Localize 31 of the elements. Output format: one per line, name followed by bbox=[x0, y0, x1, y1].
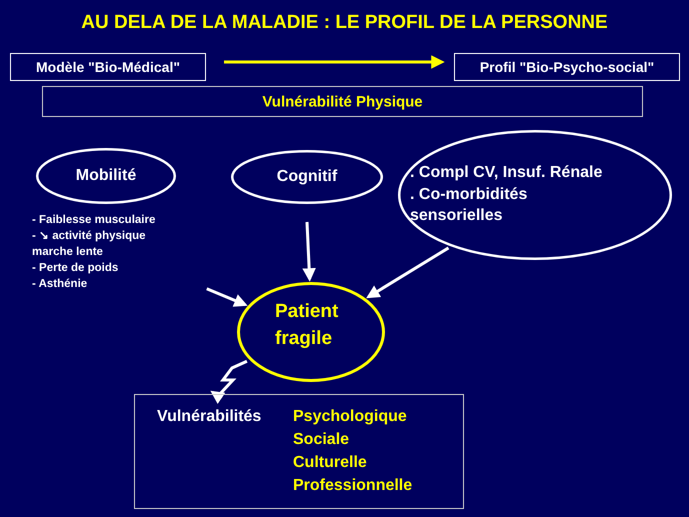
box-text: Professionnelle bbox=[293, 476, 412, 496]
list-item: - Faiblesse musculaire bbox=[32, 213, 156, 228]
factor-ellipse bbox=[398, 130, 672, 260]
central-ellipse bbox=[237, 282, 385, 382]
condition-text: . Compl CV, Insuf. Rénale bbox=[410, 163, 604, 183]
node-label: Mobilité bbox=[74, 167, 138, 185]
model-box bbox=[10, 53, 206, 81]
arrow bbox=[206, 287, 248, 307]
title: AU DELA DE LA MALADIE : LE PROFIL DE LA PERSONNE bbox=[80, 12, 609, 34]
box-text: Psychologique bbox=[293, 407, 407, 427]
lightning-arrow bbox=[210, 360, 248, 404]
factor-ellipse bbox=[231, 150, 383, 204]
box-text: Vulnérabilités bbox=[157, 407, 262, 427]
list-item: - Perte de poids bbox=[32, 261, 120, 276]
vulnerability-box bbox=[134, 394, 464, 509]
box-text: Sociale bbox=[293, 430, 350, 450]
node-label: Profil "Bio-Psycho-social" bbox=[478, 59, 656, 75]
node-label: Cognitif bbox=[276, 168, 338, 186]
node-label: Patient fragile bbox=[275, 300, 340, 351]
arrow bbox=[224, 55, 445, 69]
arrow bbox=[302, 222, 316, 282]
node-label: Vulnérabilité Physique bbox=[261, 93, 424, 110]
condition-text: . Co-morbidités sensorielles bbox=[410, 185, 528, 226]
list-item: - ↘ activité physique marche lente bbox=[32, 229, 147, 260]
factor-ellipse bbox=[36, 148, 176, 204]
category-box bbox=[42, 86, 643, 117]
profile-box bbox=[454, 53, 680, 81]
arrow bbox=[366, 246, 450, 298]
box-text: Culturelle bbox=[293, 453, 367, 473]
list-item: - Asthénie bbox=[32, 277, 88, 292]
node-label: Modèle "Bio-Médical" bbox=[35, 59, 181, 75]
